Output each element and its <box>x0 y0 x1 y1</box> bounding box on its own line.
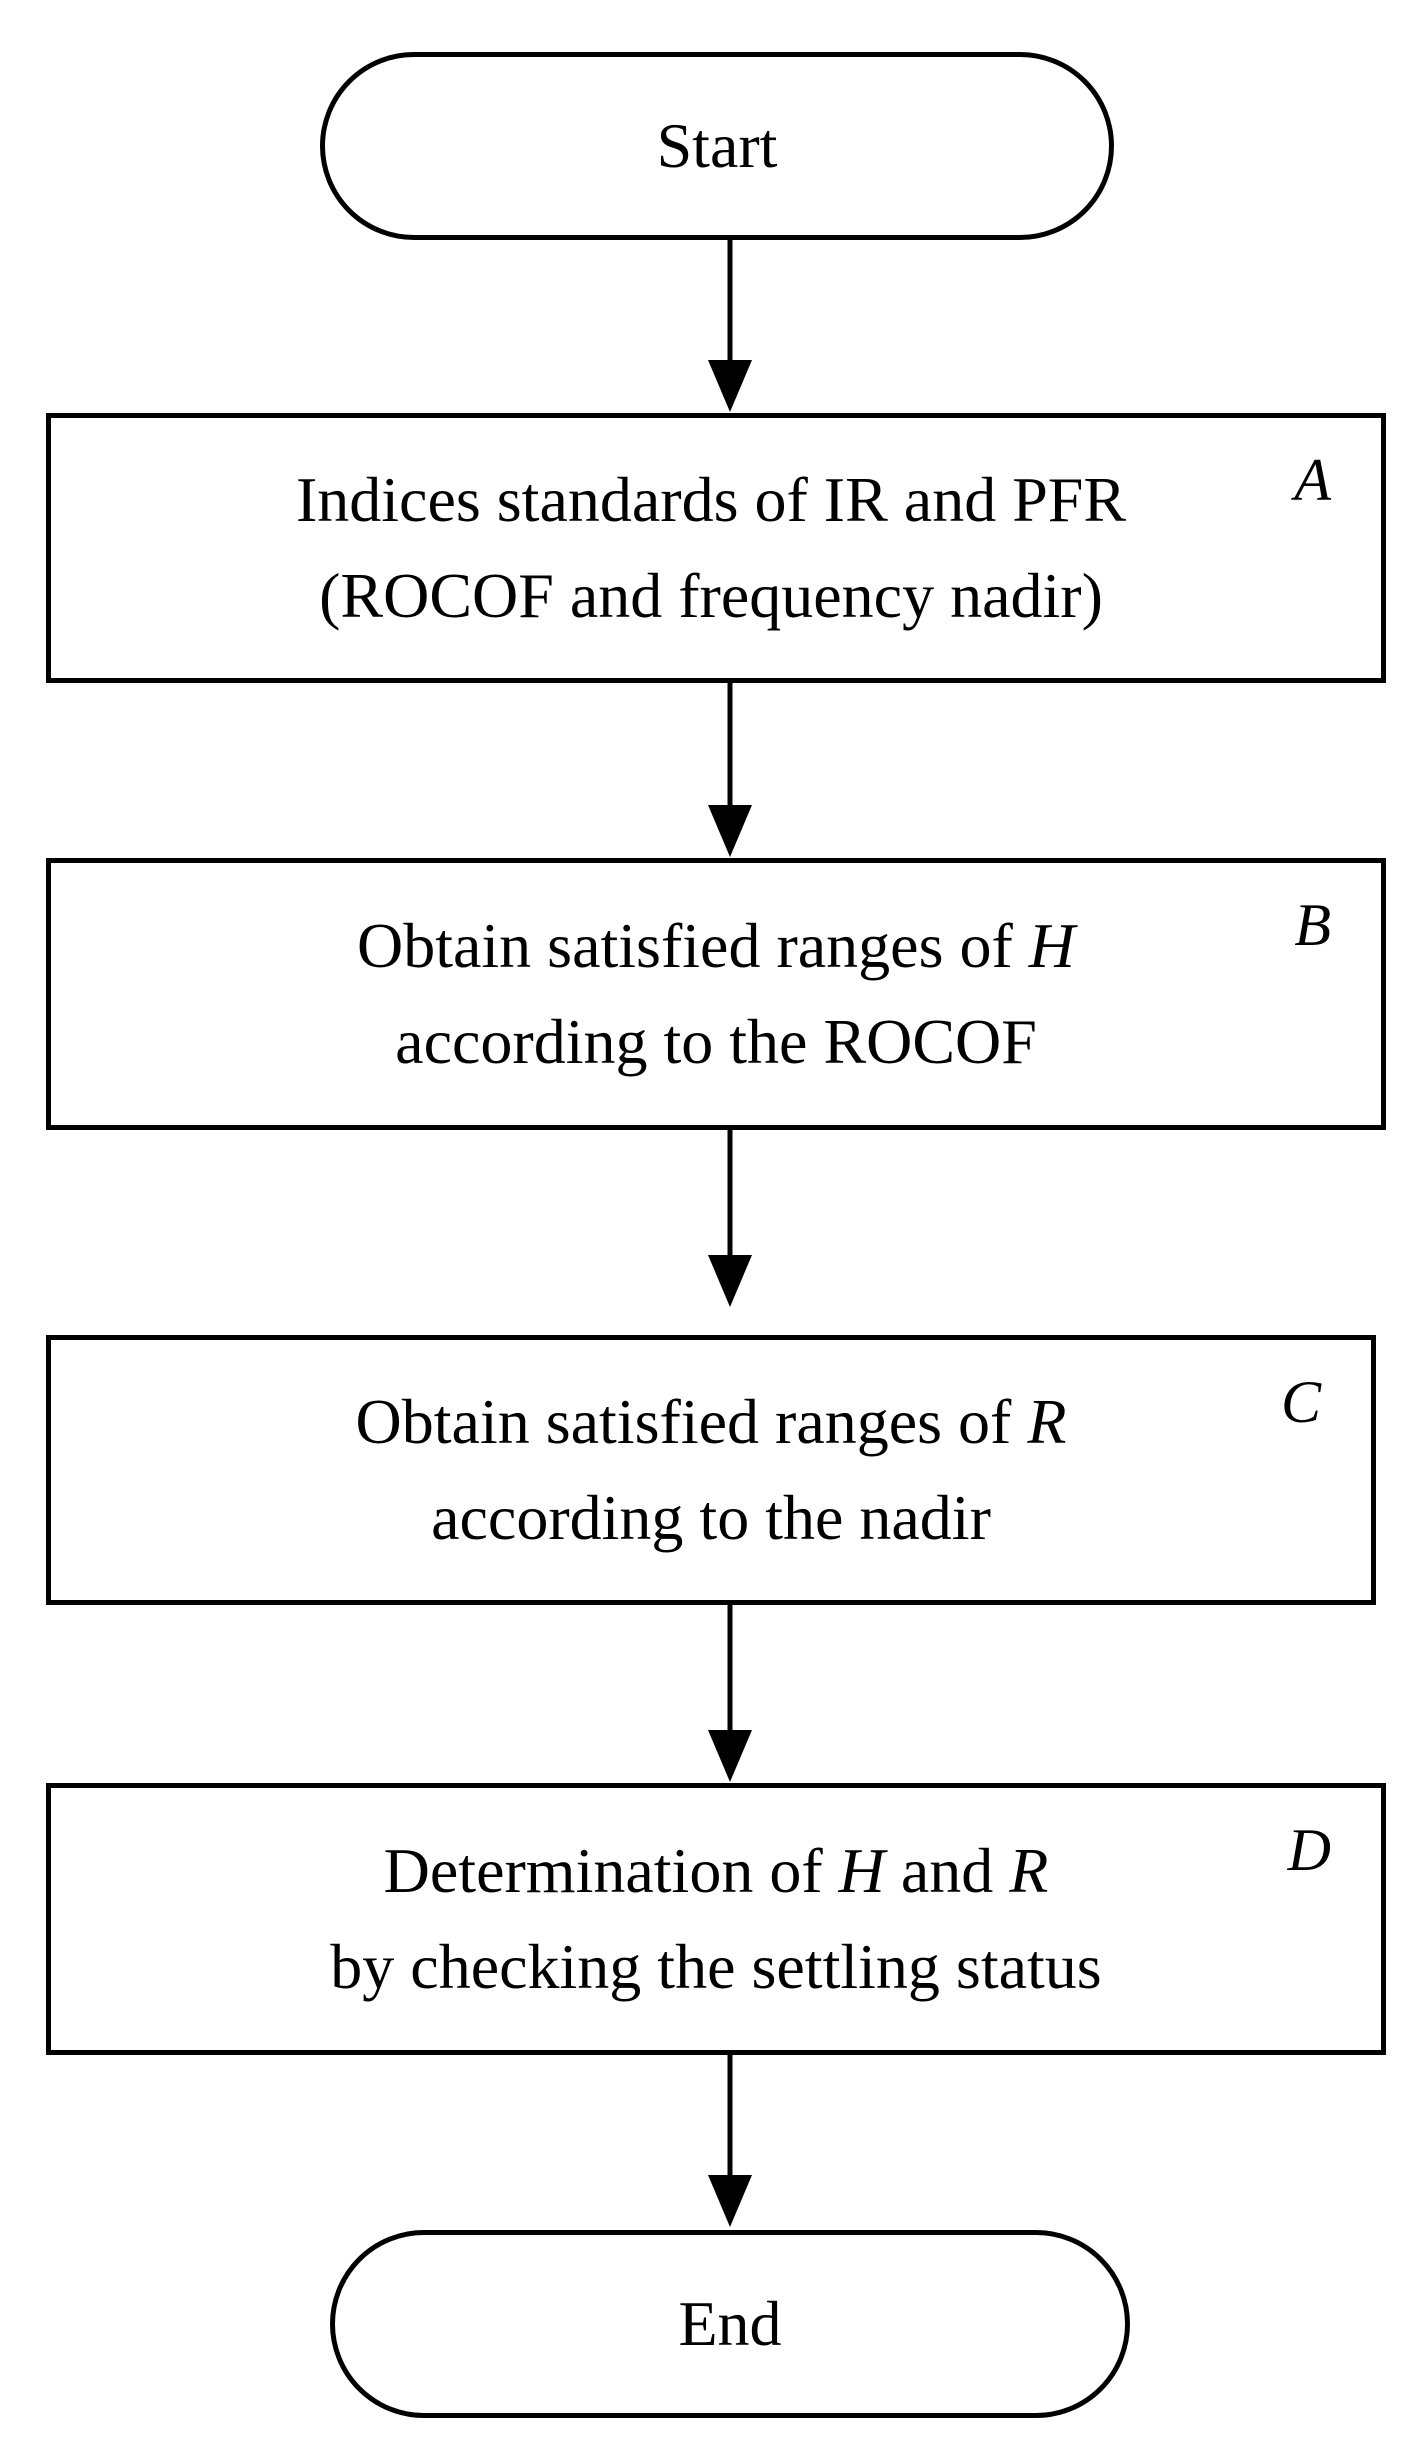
step-b-tag: B <box>1294 892 1331 958</box>
start-terminal: Start <box>320 52 1114 240</box>
step-a-text: Indices standards of IR and PFR (ROCOF a… <box>51 418 1381 678</box>
step-a-box: Indices standards of IR and PFR (ROCOF a… <box>46 413 1386 683</box>
step-c-box: Obtain satisfied ranges of R according t… <box>46 1335 1376 1605</box>
arrow-a-to-b <box>708 683 752 857</box>
step-b-line1-text: Obtain satisfied ranges of <box>356 910 1029 981</box>
step-c-line1-text: Obtain satisfied ranges of <box>355 1386 1028 1457</box>
end-label: End <box>678 2288 782 2359</box>
step-d-text: Determination of H and R by checking the… <box>51 1788 1381 2050</box>
step-d-line1-text-b: and <box>884 1835 1010 1906</box>
step-c-variable-r: R <box>1027 1386 1067 1457</box>
step-d-line1: Determination of H and R <box>384 1823 1049 1919</box>
step-b-line2: according to the ROCOF <box>395 1006 1037 1077</box>
step-b-box: Obtain satisfied ranges of H according t… <box>46 858 1386 1130</box>
start-label: Start <box>656 110 778 181</box>
step-b-variable-h: H <box>1028 910 1076 981</box>
arrow-b-to-c <box>708 1130 752 1307</box>
arrow-d-to-end <box>708 2055 752 2227</box>
step-c-tag: C <box>1280 1369 1321 1435</box>
step-c-text: Obtain satisfied ranges of R according t… <box>51 1340 1371 1600</box>
step-a-tag: A <box>1294 447 1331 513</box>
step-c-line2: according to the nadir <box>431 1482 991 1553</box>
arrow-start-to-a <box>708 240 752 412</box>
step-b-line1: Obtain satisfied ranges of H <box>357 898 1075 994</box>
step-d-line1-text-a: Determination of <box>383 1835 839 1906</box>
step-b-text: Obtain satisfied ranges of H according t… <box>51 863 1381 1125</box>
step-c-line1: Obtain satisfied ranges of R <box>356 1374 1067 1470</box>
step-a-line2: (ROCOF and frequency nadir) <box>319 560 1103 631</box>
arrow-c-to-d <box>708 1605 752 1782</box>
step-d-box: Determination of H and R by checking the… <box>46 1783 1386 2055</box>
step-d-line2: by checking the settling status <box>330 1931 1102 2002</box>
step-d-variable-r: R <box>1009 1835 1049 1906</box>
step-d-tag: D <box>1287 1817 1331 1883</box>
step-a-line1: Indices standards of IR and PFR <box>295 464 1127 535</box>
step-d-variable-h: H <box>838 1835 885 1906</box>
end-terminal: End <box>330 2230 1130 2418</box>
